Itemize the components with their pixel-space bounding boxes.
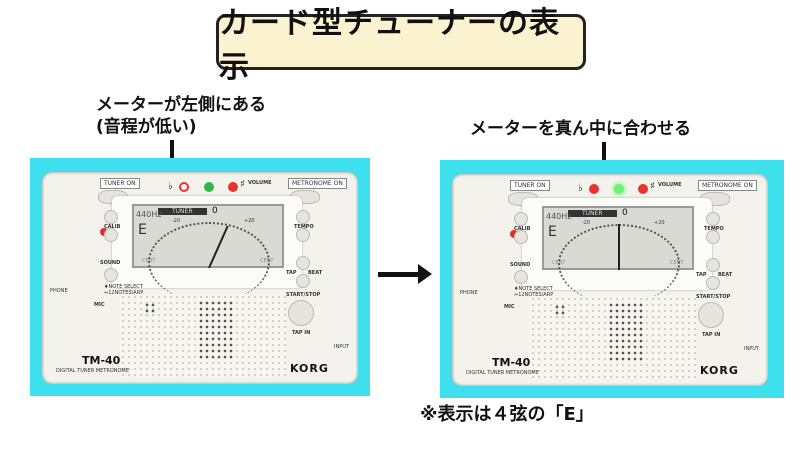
lcd-zero: 0 bbox=[212, 206, 218, 216]
sound-label: SOUND bbox=[510, 262, 531, 268]
mic-holes bbox=[144, 302, 156, 316]
beat-down-button[interactable] bbox=[706, 276, 720, 290]
right-caption: メーターを真ん中に合わせる bbox=[470, 119, 691, 139]
sharp-symbol: ♯ bbox=[240, 179, 245, 190]
tempo-up-button[interactable] bbox=[706, 212, 720, 226]
meter-arc bbox=[148, 222, 270, 302]
lcd-hz: 440Hz bbox=[546, 212, 572, 221]
left-caption-line1: メーターが左側にある bbox=[96, 95, 266, 115]
speaker-holes bbox=[198, 300, 234, 360]
tuner-on-label: TUNER ON bbox=[100, 178, 140, 189]
lcd-minus20: -20 bbox=[172, 218, 181, 224]
speaker-holes bbox=[608, 302, 644, 362]
sharp-led bbox=[638, 184, 648, 194]
footnote: ※表示は４弦の「E」 bbox=[420, 404, 594, 425]
in-tune-led bbox=[614, 184, 624, 194]
tap-in-label: TAP IN bbox=[292, 330, 311, 336]
notes-arp-label: ⇔12NOTES/ARP bbox=[104, 290, 144, 296]
flat-led bbox=[589, 184, 599, 194]
model-subtitle: DIGITAL TUNER METRONOME bbox=[56, 368, 129, 374]
input-label: INPUT bbox=[334, 344, 349, 350]
tempo-down-button[interactable] bbox=[296, 228, 310, 242]
sound-button[interactable] bbox=[514, 270, 528, 284]
beat-up-button[interactable] bbox=[296, 256, 310, 270]
metronome-on-label: METRONOME ON bbox=[698, 180, 757, 191]
beat-down-button[interactable] bbox=[296, 274, 310, 288]
flat-symbol: ♭ bbox=[168, 181, 173, 192]
start-stop-button[interactable] bbox=[698, 302, 724, 328]
beat-label: BEAT bbox=[308, 270, 323, 276]
phone-label: PHONE bbox=[50, 288, 68, 294]
tempo-label: TEMPO bbox=[704, 226, 724, 232]
calib-label: CALIB bbox=[514, 226, 531, 232]
flat-led bbox=[179, 182, 189, 192]
lcd-zero: 0 bbox=[622, 208, 628, 218]
mic-label: MIC bbox=[94, 302, 105, 308]
lcd-mode: TUNER bbox=[568, 210, 617, 217]
mic-holes bbox=[554, 304, 566, 318]
phone-label: PHONE bbox=[460, 290, 478, 296]
lcd-plus20: +20 bbox=[654, 220, 665, 226]
page-title: カード型チューナーの表示 bbox=[216, 6, 586, 85]
tap-in-label: TAP IN bbox=[702, 332, 721, 338]
lcd-mode: TUNER bbox=[158, 208, 207, 215]
calib-up-button[interactable] bbox=[104, 210, 118, 224]
lcd-note: E bbox=[548, 224, 557, 240]
note-select-label: ♦NOTE SELECT bbox=[514, 286, 553, 292]
lcd-hz: 440Hz bbox=[136, 210, 162, 219]
volume-label: VOLUME bbox=[658, 182, 682, 188]
calib-up-button[interactable] bbox=[514, 212, 528, 226]
lcd-plus20: +20 bbox=[244, 218, 255, 224]
volume-label: VOLUME bbox=[248, 180, 272, 186]
sharp-led bbox=[228, 182, 238, 192]
tap-label: TAP bbox=[286, 270, 297, 276]
tempo-label: TEMPO bbox=[294, 224, 314, 230]
calib-label: CALIB bbox=[104, 224, 121, 230]
brand-logo: KORG bbox=[290, 362, 329, 375]
note-select-label: ♦NOTE SELECT bbox=[104, 284, 143, 290]
tap-label: TAP bbox=[696, 272, 707, 278]
sound-label: SOUND bbox=[100, 260, 121, 266]
in-tune-led bbox=[204, 182, 214, 192]
flat-symbol: ♭ bbox=[578, 183, 583, 194]
start-stop-button[interactable] bbox=[288, 300, 314, 326]
mic-label: MIC bbox=[504, 304, 515, 310]
tempo-up-button[interactable] bbox=[296, 210, 310, 224]
tuner-on-label: TUNER ON bbox=[510, 180, 550, 191]
sharp-symbol: ♯ bbox=[650, 181, 655, 192]
sound-button[interactable] bbox=[104, 268, 118, 282]
model-name: TM-40 bbox=[492, 356, 531, 369]
notes-arp-label: ⇔12NOTES/ARP bbox=[514, 292, 554, 298]
model-subtitle: DIGITAL TUNER METRONOME bbox=[466, 370, 539, 376]
beat-label: BEAT bbox=[718, 272, 733, 278]
transition-arrow bbox=[378, 264, 432, 284]
model-name: TM-40 bbox=[82, 354, 121, 367]
tempo-down-button[interactable] bbox=[706, 230, 720, 244]
calib-down-button[interactable] bbox=[104, 228, 118, 242]
calib-down-button[interactable] bbox=[514, 230, 528, 244]
meter-needle bbox=[618, 224, 620, 270]
input-label: INPUT bbox=[744, 346, 759, 352]
start-stop-label: START/STOP bbox=[286, 292, 321, 298]
metronome-on-label: METRONOME ON bbox=[288, 178, 347, 189]
beat-up-button[interactable] bbox=[706, 258, 720, 272]
brand-logo: KORG bbox=[700, 364, 739, 377]
left-caption-line2: (音程が低い) bbox=[96, 117, 197, 137]
start-stop-label: START/STOP bbox=[696, 294, 731, 300]
lcd-minus20: -20 bbox=[582, 220, 591, 226]
lcd-note: E bbox=[138, 222, 147, 238]
